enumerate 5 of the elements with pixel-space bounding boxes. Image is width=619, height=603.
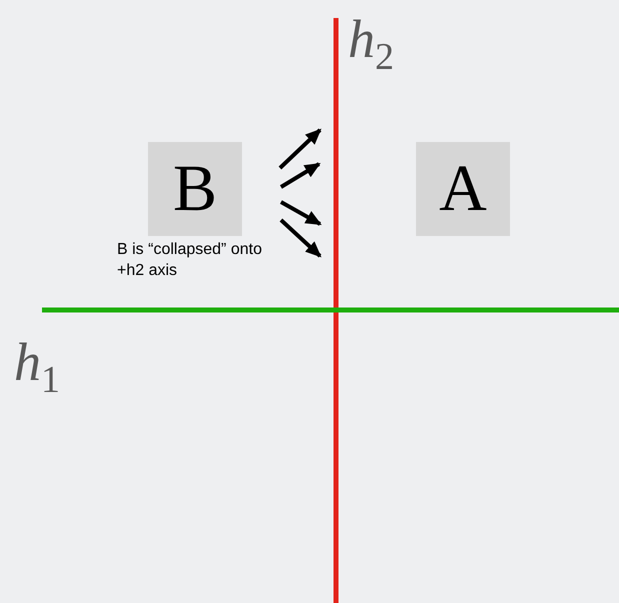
axis-label: h$_{1}$ bbox=[14, 335, 60, 399]
axis-label: h$_{2}$ bbox=[348, 12, 394, 76]
label-box: A bbox=[416, 142, 510, 236]
annotation-text: B is “collapsed” onto +h2 axis bbox=[117, 240, 263, 281]
label-box: B bbox=[148, 142, 242, 236]
